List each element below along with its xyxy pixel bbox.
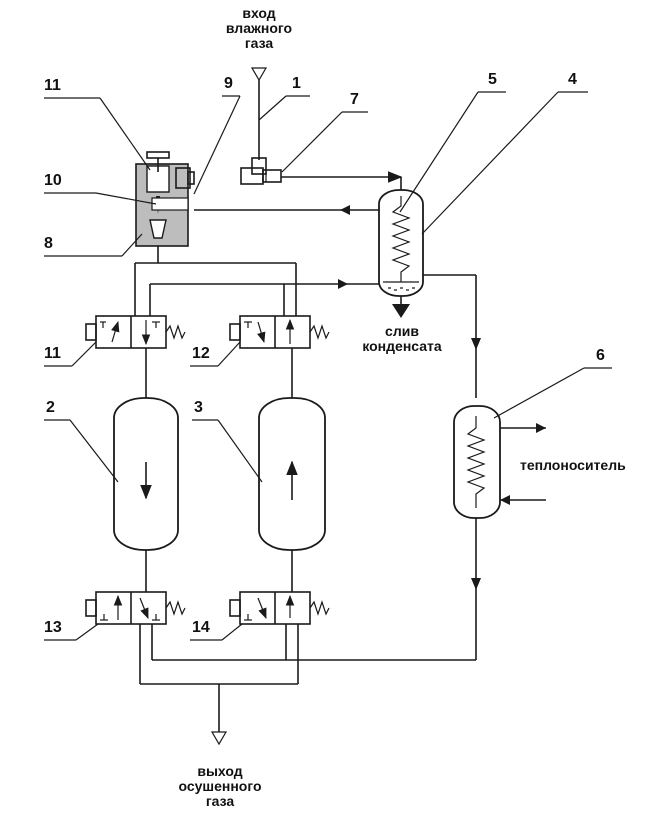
pipe-ejector-distribution bbox=[135, 263, 296, 316]
adsorber-3 bbox=[259, 398, 325, 550]
coolant-caption: теплоноситель bbox=[520, 458, 638, 473]
inlet-caption-line-3: газа bbox=[214, 36, 304, 51]
label-3: 3 bbox=[194, 400, 203, 416]
valve-12 bbox=[230, 316, 329, 348]
inlet-line bbox=[252, 68, 266, 160]
inlet-caption-line-1: вход bbox=[214, 6, 304, 21]
pipe-outlet bbox=[140, 624, 298, 744]
valve-13 bbox=[86, 592, 185, 624]
pipe-tee-to-cooler bbox=[281, 177, 401, 196]
label-4: 4 bbox=[568, 72, 577, 88]
label-2: 2 bbox=[46, 400, 55, 416]
outlet-caption-line-2: осушенного bbox=[170, 779, 270, 794]
drain-caption-line-1: слив bbox=[356, 324, 448, 339]
label-7: 7 bbox=[350, 92, 359, 108]
inlet-caption: вход влажного газа bbox=[214, 6, 304, 51]
pipe-cooler-to-ejector bbox=[194, 205, 379, 215]
label-6: 6 bbox=[596, 348, 605, 364]
label-14: 14 bbox=[192, 620, 210, 636]
label-10: 10 bbox=[44, 173, 62, 189]
outlet-caption: выход осушенного газа bbox=[170, 764, 270, 809]
label-13: 13 bbox=[44, 620, 62, 636]
label-9: 9 bbox=[224, 76, 233, 92]
label-5: 5 bbox=[488, 72, 497, 88]
label-8: 8 bbox=[44, 236, 53, 252]
label-12: 12 bbox=[192, 346, 210, 362]
outlet-caption-line-3: газа bbox=[170, 794, 270, 809]
valve-11 bbox=[86, 316, 185, 348]
drain-caption-line-2: конденсата bbox=[356, 339, 448, 354]
leader-lines bbox=[44, 92, 612, 640]
drain-caption: слив конденсата bbox=[356, 324, 448, 354]
pipe-adsorbers-to-valves bbox=[146, 550, 292, 592]
ejector-8 bbox=[136, 152, 194, 263]
valve-14 bbox=[230, 592, 329, 624]
label-11-valve: 11 bbox=[44, 346, 61, 362]
cooler-separator-4 bbox=[379, 190, 423, 318]
tee-7 bbox=[241, 158, 281, 184]
inlet-caption-line-2: влажного bbox=[214, 21, 304, 36]
pipe-valves-to-adsorbers bbox=[146, 348, 292, 404]
heater-6 bbox=[454, 406, 546, 660]
outlet-caption-line-1: выход bbox=[170, 764, 270, 779]
label-11-ejector: 11 bbox=[44, 78, 61, 94]
label-1: 1 bbox=[292, 76, 301, 92]
adsorber-2 bbox=[114, 398, 178, 550]
